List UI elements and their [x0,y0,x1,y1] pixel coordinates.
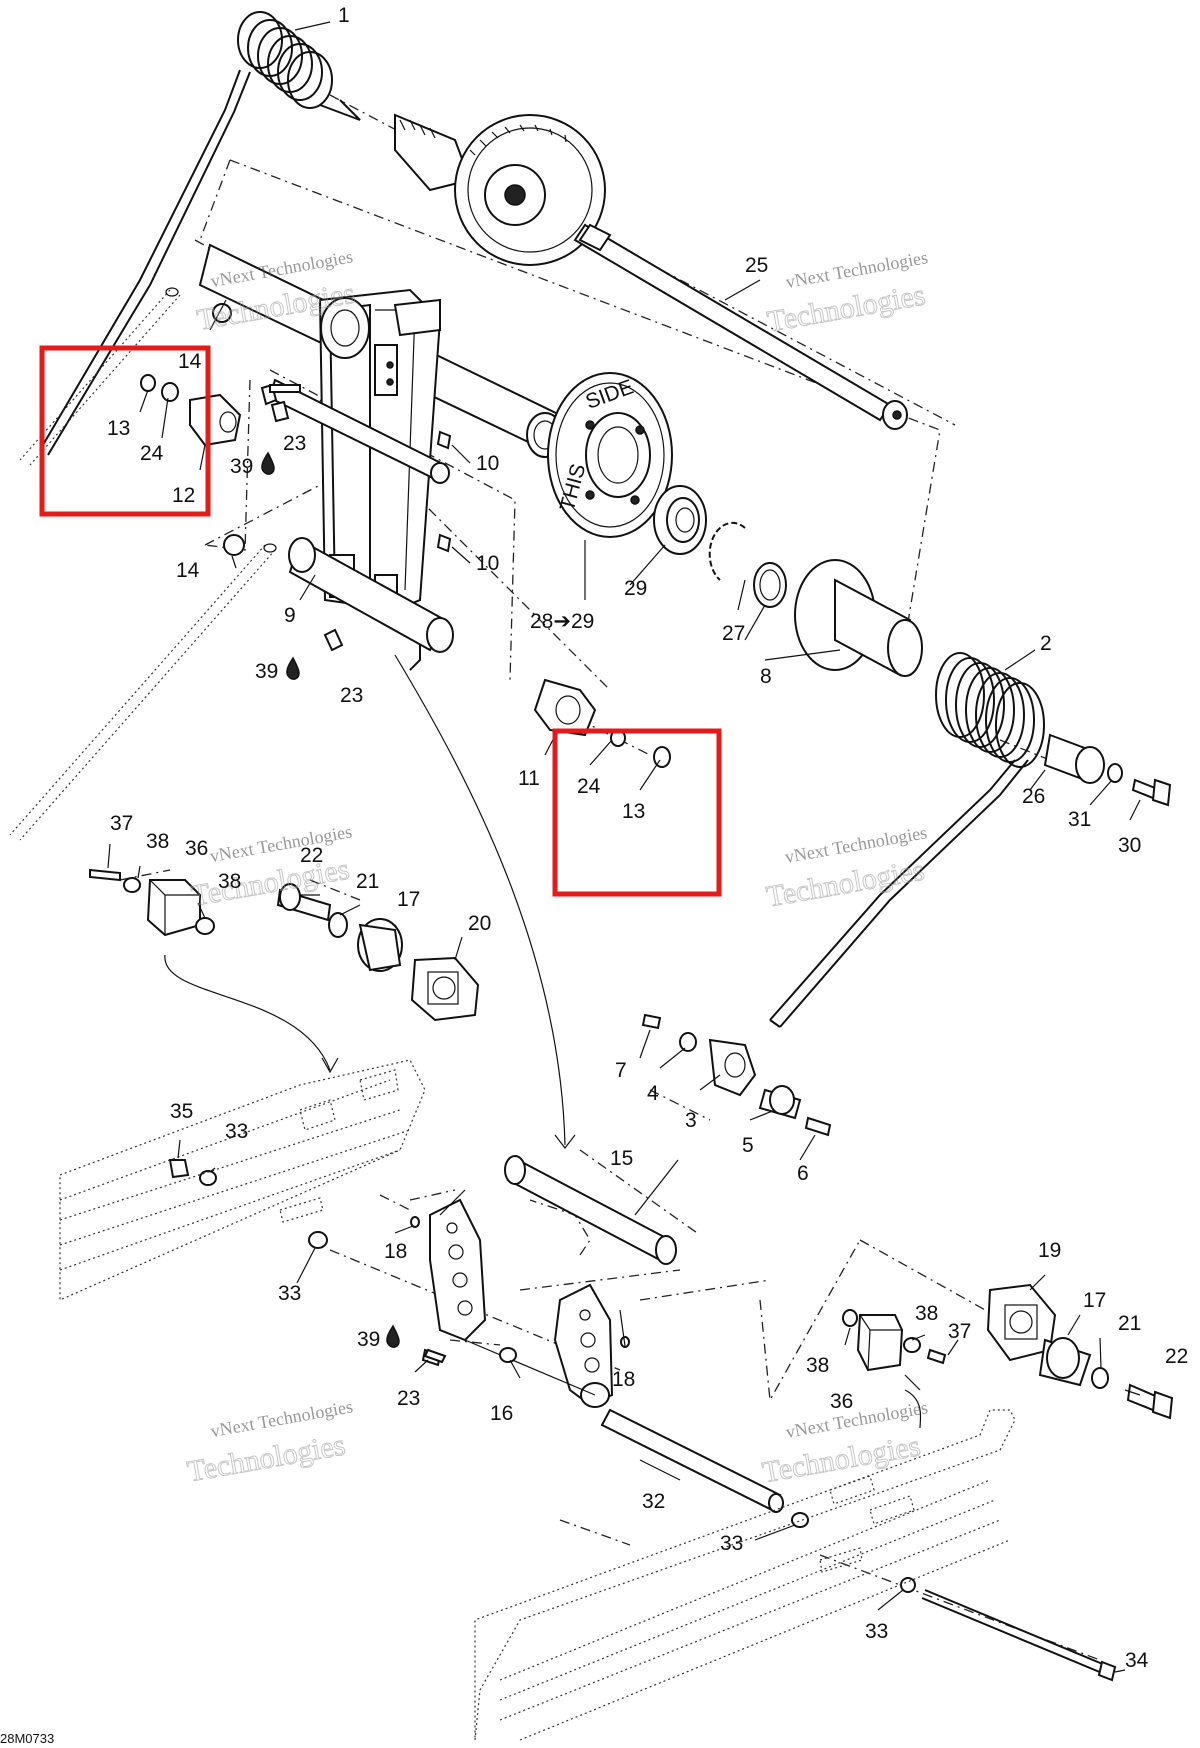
shaft-32 [600,1408,809,1528]
callout-17a: 17 [397,888,420,911]
callout-5: 5 [742,1134,754,1157]
callout-10a: 10 [476,452,499,475]
callout-21b: 21 [1118,1312,1141,1335]
washer-nut-group [168,1159,328,1249]
callout-33b: 33 [278,1282,301,1305]
watermark-line2: Technologies [185,1428,348,1488]
highlight-box-center [552,728,722,897]
oil-drop-icons [261,451,400,1348]
callout-39a: 39 [230,455,253,478]
bracket-16 [421,1198,614,1408]
callout-21a: 21 [356,870,379,893]
callout-36b: 36 [830,1390,853,1413]
torsion-spring-2 [769,652,1045,1028]
callout-3: 3 [685,1109,697,1132]
callout-16: 16 [490,1402,513,1425]
main-swing-arm [198,243,564,671]
callout-24a: 24 [140,442,164,465]
flanged-spacer-8 [794,559,923,677]
callout-39b: 39 [255,660,278,683]
callout-labels: 1 2 3 4 5 6 7 8 9 10 10 11 12 13 13 14 1… [107,4,1188,1672]
callout-12: 12 [172,484,195,507]
callout-4: 4 [647,1082,659,1105]
callout-33a: 33 [225,1120,248,1143]
fitting-group-left [140,303,452,652]
spring-rod-left [9,287,277,841]
callout-10b: 10 [476,552,499,575]
callout-15: 15 [610,1147,633,1170]
oil-drop-icon [286,656,300,680]
callout-27: 27 [722,622,745,645]
callout-23c: 23 [397,1387,420,1410]
long-bolt-34 [900,1577,1117,1682]
callout-30: 30 [1118,834,1141,857]
callout-22b: 22 [1165,1345,1188,1368]
callout-22a: 22 [300,844,323,867]
callout-34: 34 [1125,1649,1149,1672]
top-shaft-assembly [394,113,908,430]
callout-7: 7 [615,1059,627,1082]
arm-pivot-group [641,1013,832,1137]
callout-25: 25 [745,254,768,277]
watermark-line2: Technologies [760,1429,923,1489]
callout-18a: 18 [384,1240,407,1263]
callout-14b: 14 [176,559,200,582]
callout-14a: 14 [178,350,202,373]
leader-lines [107,21,1141,1673]
callout-2: 2 [1040,632,1052,655]
callout-28: 28➔29 [530,610,594,633]
slide-rail-left [59,1059,426,1301]
callout-9: 9 [284,604,296,627]
callout-23b: 23 [340,684,363,707]
bearing-29 [653,485,707,555]
bushing-26 [1043,733,1105,784]
callout-33c: 33 [720,1532,743,1555]
callout-37b: 37 [948,1320,971,1343]
callout-26: 26 [1022,785,1045,808]
callout-36a: 36 [185,837,208,860]
callout-18b: 18 [612,1368,635,1391]
callout-19: 19 [1038,1239,1061,1262]
torsion-spring-1 [39,11,361,456]
diagram-code: 28M0733 [0,1731,54,1746]
callout-11: 11 [518,767,540,790]
callout-33d: 33 [865,1620,888,1643]
idler-pulley-28: SIDE THIS [547,372,673,538]
washer-31 [1107,763,1123,783]
callout-38a: 38 [146,830,169,853]
callout-8: 8 [760,665,772,688]
oil-drop-icon [386,1324,400,1348]
callout-38d: 38 [806,1354,829,1377]
callout-31: 31 [1068,808,1091,831]
callout-23a: 23 [283,432,306,455]
callout-1: 1 [338,4,350,27]
callout-17b: 17 [1083,1289,1106,1312]
callout-39c: 39 [357,1328,380,1351]
ring-27 [753,562,787,608]
callout-37a: 37 [110,812,133,835]
callout-35: 35 [170,1100,193,1123]
shaft-15 [504,1155,677,1265]
callout-13b: 13 [622,800,645,823]
callout-38c: 38 [915,1302,938,1325]
oil-drop-icon [261,451,275,475]
highlight-box-left [39,345,211,517]
callout-13a: 13 [107,417,130,440]
callout-20: 20 [468,912,491,935]
circlip [708,521,746,581]
callout-32: 32 [642,1490,665,1513]
callout-6: 6 [797,1162,809,1185]
stopper-block-group-right [842,1283,1174,1420]
slide-rail-right [474,1409,1016,1741]
callout-29: 29 [624,577,647,600]
bolt-30 [1131,778,1172,807]
callout-24b: 24 [577,775,601,798]
callout-38b: 38 [218,870,241,893]
